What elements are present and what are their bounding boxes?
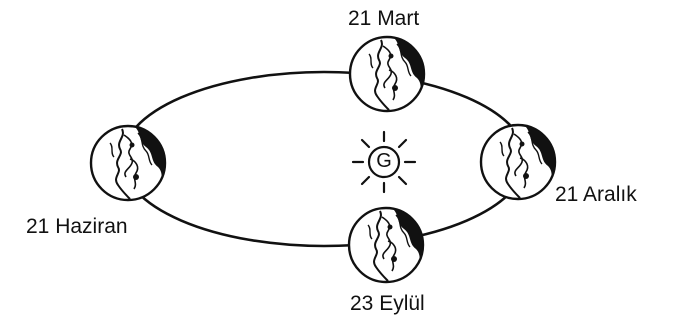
earth-icon-mart bbox=[350, 34, 427, 111]
earth-icon-aralik bbox=[481, 122, 558, 199]
label-21-mart: 21 Mart bbox=[348, 8, 419, 29]
earth-icon-eylul bbox=[349, 205, 426, 282]
label-21-haziran: 21 Haziran bbox=[26, 216, 128, 237]
sun-label: G bbox=[372, 151, 396, 171]
earth-icon-haziran bbox=[91, 123, 168, 200]
label-21-aralik: 21 Aralık bbox=[555, 184, 637, 205]
orbit-ellipse bbox=[122, 72, 526, 246]
label-23-eylul: 23 Eylül bbox=[350, 293, 425, 314]
